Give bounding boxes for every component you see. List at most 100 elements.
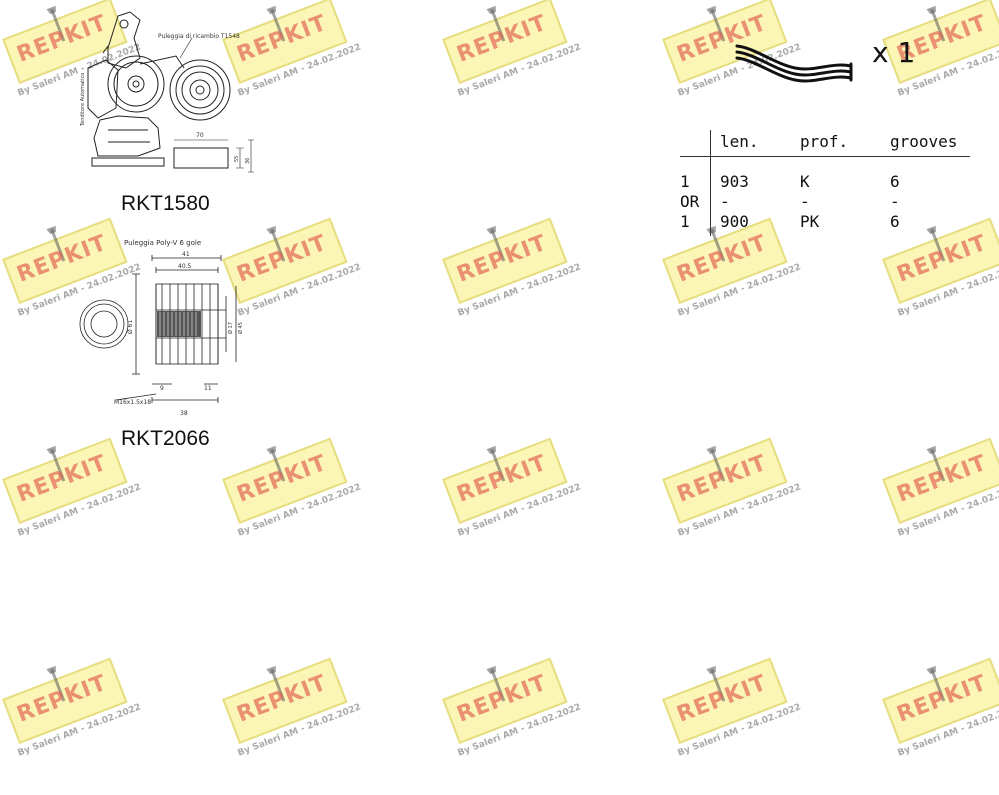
watermark-plate [442,0,568,84]
wrench-icon [706,5,726,42]
watermark-caption: By Saleri AM - 24.02.2022 [676,702,803,759]
watermark-logo: REPKIT [13,670,111,728]
table-header-divider [680,156,970,157]
watermark-caption: By Saleri AM - 24.02.2022 [896,702,999,759]
header-prof: prof. [800,132,849,151]
part-code-rkt2066: RKT2066 [121,427,210,450]
row3-grooves: 6 [890,212,900,231]
watermark-logo: REPKIT [893,450,991,508]
wrench-icon [486,665,506,702]
dimension-40-5: 40.5 [178,263,192,270]
watermark-logo: REPKIT [673,670,771,728]
wrench-icon [266,225,286,262]
watermark-caption: By Saleri AM - 24.02.2022 [896,482,999,539]
watermark-plate [2,437,128,524]
replacement-pulley-label: Puleggia di ricambio T1548 [158,33,240,40]
watermark-logo: REPKIT [233,450,331,508]
dimension-diameter-45: Ø 45 [237,322,244,334]
row2-grooves: - [890,192,900,211]
watermark-caption: By Saleri AM - 24.02.2022 [236,702,363,759]
watermark-caption: By Saleri AM - 24.02.2022 [16,702,143,759]
wrench-icon [926,5,946,42]
watermark-caption: By Saleri AM - 24.02.2022 [456,42,583,99]
watermark-caption: By Saleri AM - 24.02.2022 [676,262,803,319]
watermark-caption: By Saleri AM - 24.02.2022 [456,482,583,539]
watermark-logo: REPKIT [453,670,551,728]
dimension-9: 9 [160,385,164,392]
dimension-41: 41 [182,251,190,258]
belt-spec-table: len. prof. grooves 1 903 K 6 OR - - - 1 … [678,128,970,236]
row2-qty: OR [680,192,700,211]
row3-qty: 1 [680,212,690,231]
pulley-drawing-title: Puleggia Poly-V 6 gole [124,239,201,247]
table-column-divider [710,130,711,236]
watermark-logo: REPKIT [453,230,551,288]
wrench-icon [926,445,946,482]
watermark-logo: REPKIT [893,670,991,728]
watermark-plate [222,437,348,524]
wrench-icon [706,665,726,702]
watermark-plate [442,217,568,304]
watermark-caption: By Saleri AM - 24.02.2022 [456,262,583,319]
wrench-icon [46,445,66,482]
watermark-logo: REPKIT [453,10,551,68]
row3-len: 900 [720,212,749,231]
watermark-caption: By Saleri AM - 24.02.2022 [236,482,363,539]
row1-prof: K [800,172,810,191]
row1-qty: 1 [680,172,690,191]
row2-prof: - [800,192,810,211]
tensioner-label: Tenditore Automatico [80,73,86,127]
dimension-diameter-61: Ø 61 [127,320,134,334]
watermark-plate [882,657,999,744]
tensioner-drawing: Puleggia di ricambio T1548 Tenditore Aut… [80,11,254,173]
dimension-70: 70 [196,132,204,139]
watermark-plate [442,437,568,524]
watermark-plate [662,437,788,524]
multi-rib-belt-icon [735,44,853,83]
watermark-logo: REPKIT [13,450,111,508]
row1-len: 903 [720,172,749,191]
wrench-icon [46,5,66,42]
watermark-logo: REPKIT [453,450,551,508]
belt-quantity: x 1 [872,36,916,69]
row3-prof: PK [800,212,820,231]
watermark-plate [222,657,348,744]
header-grooves: grooves [890,132,958,151]
header-len: len. [720,132,759,151]
watermark-caption: By Saleri AM - 24.02.2022 [676,482,803,539]
part-code-rkt1580: RKT1580 [121,192,210,215]
dimension-side-a: 55 [234,156,240,162]
wrench-icon [46,225,66,262]
row2-len: - [720,192,730,211]
wrench-icon [46,665,66,702]
dimension-38: 38 [180,410,188,417]
wrench-icon [486,445,506,482]
watermark-plate [442,657,568,744]
watermark-plate [2,657,128,744]
wrench-icon [266,665,286,702]
dimension-diameter-17: Ø 17 [227,322,234,334]
watermark-caption: By Saleri AM - 24.02.2022 [896,262,999,319]
thread-label: M16x1.5x18 [114,399,151,406]
dimension-11: 11 [204,385,212,392]
watermark-caption: By Saleri AM - 24.02.2022 [456,702,583,759]
pulley-drawing: Puleggia Poly-V 6 gole 41 40.5 Ø 61 Ø 17… [79,239,244,417]
wrench-icon [266,445,286,482]
watermark-logo: REPKIT [233,670,331,728]
watermark-caption: By Saleri AM - 24.02.2022 [16,482,143,539]
wrench-icon [486,5,506,42]
dimension-side-b: 36 [245,158,251,164]
wrench-icon [706,445,726,482]
